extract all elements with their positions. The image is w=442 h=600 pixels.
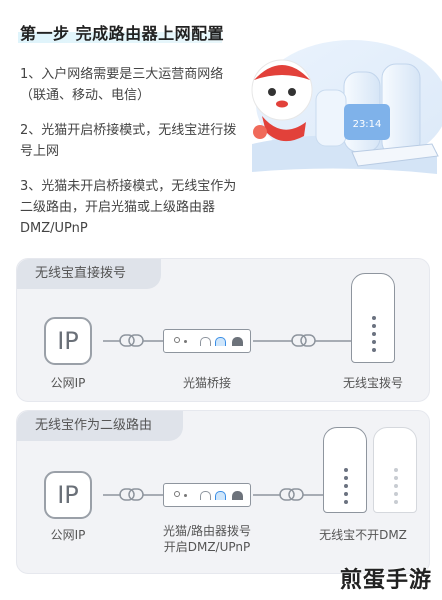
link-icon [103,488,163,501]
panel-secondary-router: 无线宝作为二级路由 IP 公网IP 光猫/路由器拨号 开启DMZ/UPnP [16,410,430,574]
ip-caption: 公网IP [50,376,86,390]
router-tower-icon [323,427,367,513]
panel-direct-dial: 无线宝直接拨号 IP 公网IP 光猫桥接 [16,258,430,402]
modem-caption-line2: 开启DMZ/UPnP [163,540,251,554]
panel-secondary-router-tab: 无线宝作为二级路由 [17,411,183,441]
router-caption: 无线宝拨号 [342,376,403,390]
panel-direct-dial-tab: 无线宝直接拨号 [17,259,161,289]
watermark-text: 煎蛋手游 [339,568,432,593]
page-title: 第一步 完成路由器上网配置 [20,24,225,43]
ip-icon: IP [44,317,92,365]
hero-time-text: 23:14 [353,119,382,130]
steps-list: 1、入户网络需要是三大运营商网络（联通、移动、电信） 2、光猫开启桥接模式，无线… [20,64,248,253]
router-caption: 无线宝不开DMZ [319,528,407,542]
title-highlight [18,32,222,43]
step-item-3: 3、光猫未开启桥接模式，无线宝作为二级路由，开启光猫或上级路由器DMZ/UPnP [20,179,237,236]
step-item-1: 1、入户网络需要是三大运营商网络（联通、移动、电信） [20,67,224,103]
optical-modem-icon [163,329,251,353]
link-icon [253,334,351,347]
link-icon [253,488,323,501]
ip-caption: 公网IP [50,528,86,542]
step-item-2: 2、光猫开启桥接模式，无线宝进行拨号上网 [20,123,237,159]
ip-icon: IP [44,471,92,519]
modem-caption-line1: 光猫/路由器拨号 [162,524,252,538]
router-tower-faded-icon [373,427,417,513]
optical-modem-icon [163,483,251,507]
router-tower-icon [351,273,395,363]
modem-caption: 光猫桥接 [182,376,231,390]
hero-illustration: 23:14 [251,40,442,174]
link-icon [103,334,163,347]
